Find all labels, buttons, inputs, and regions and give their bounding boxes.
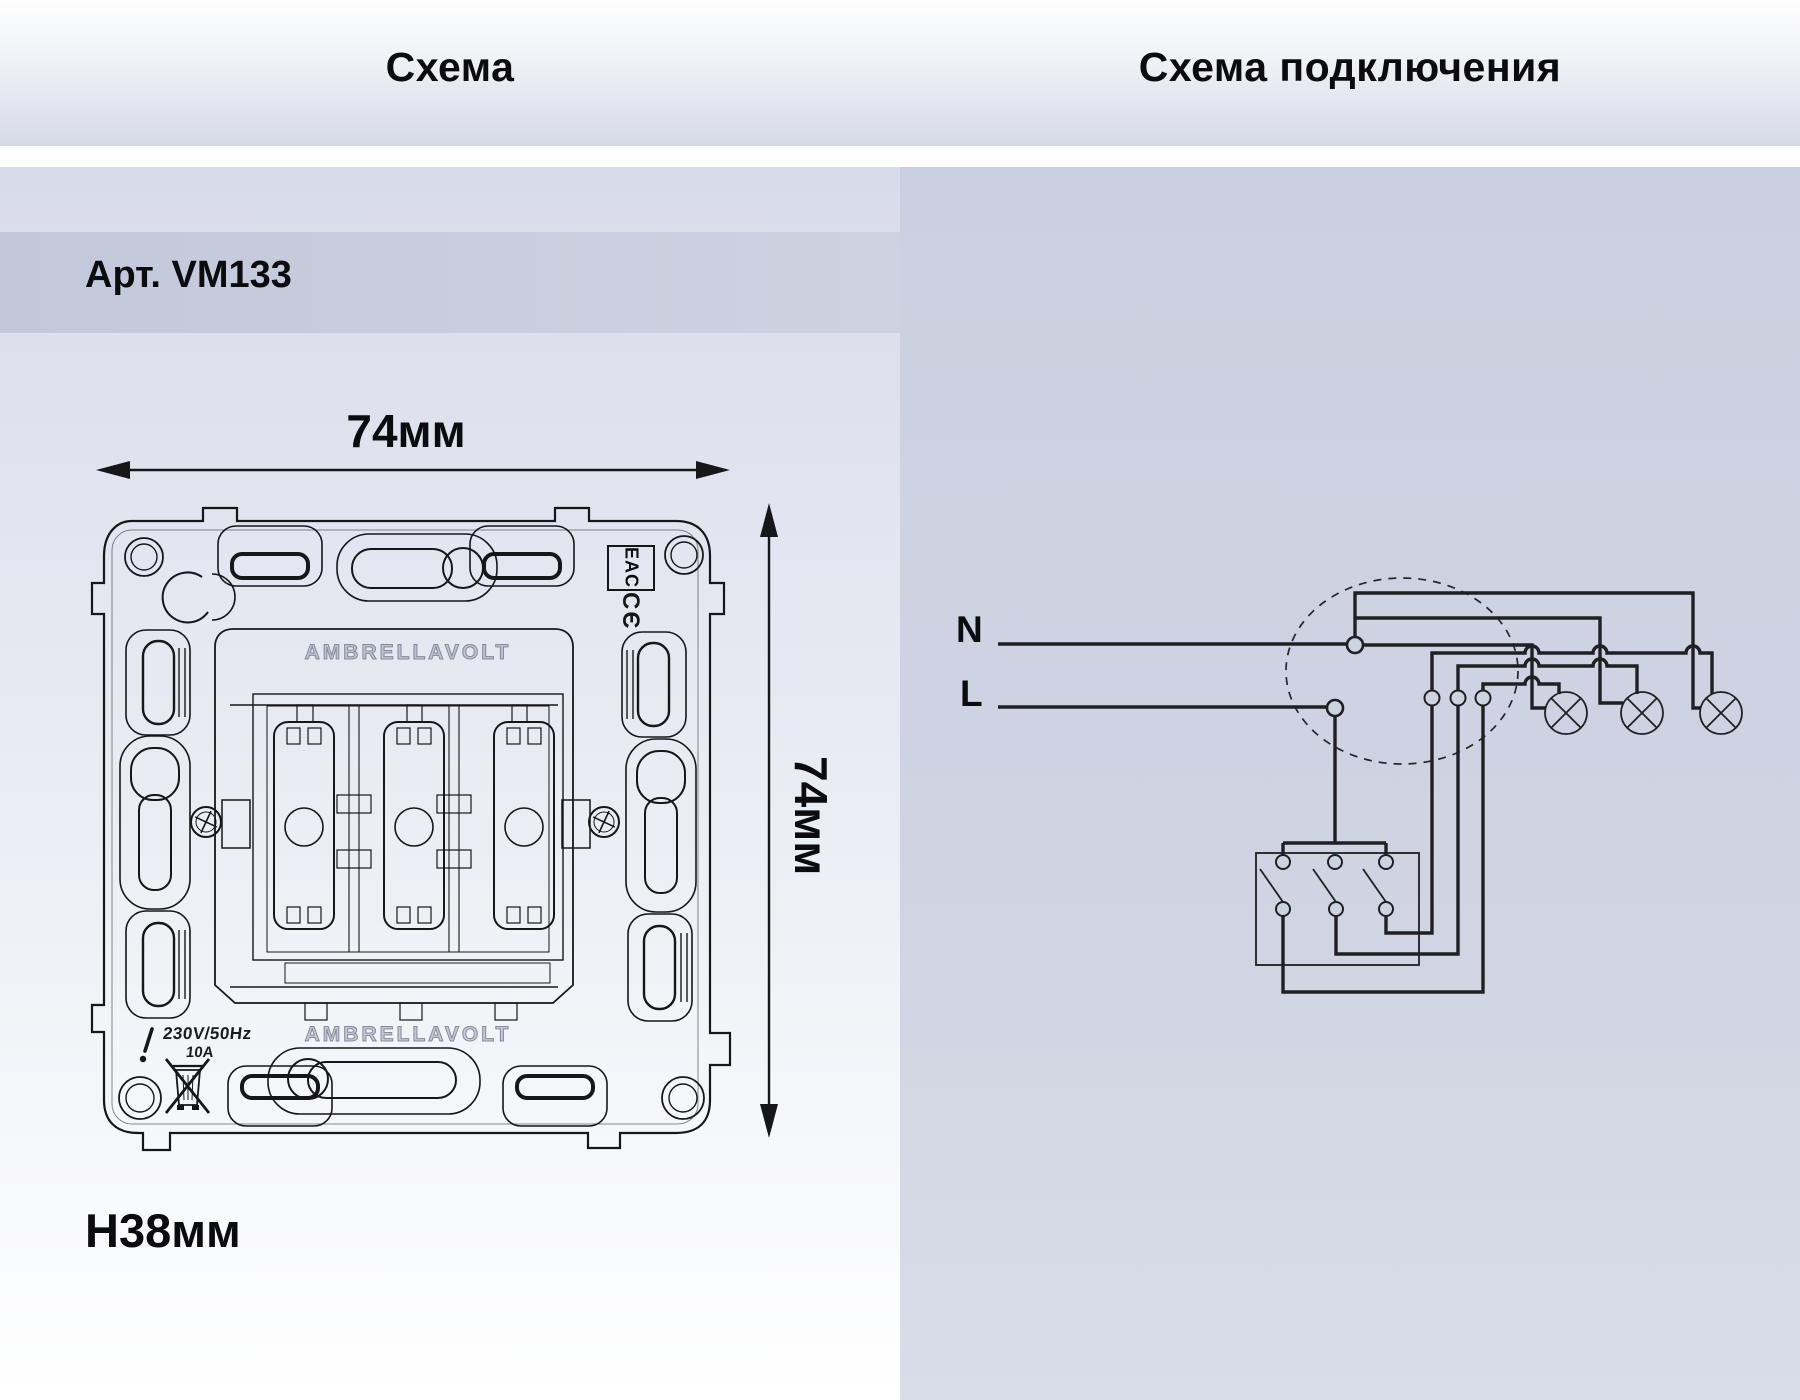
side-slot-left-upper	[125, 629, 191, 736]
rocker-switch-2	[383, 721, 445, 930]
side-slot-left-lower	[125, 910, 191, 1019]
switch-box	[1255, 852, 1420, 966]
mechanism-drawing	[90, 461, 778, 1152]
wiring-diagram	[998, 577, 1743, 994]
phase-feed	[1281, 716, 1388, 855]
switch-return-2	[1334, 706, 1460, 956]
rocker-switch-1	[273, 721, 335, 930]
switch-bottom-contact-3	[1378, 901, 1394, 917]
height-dimension-arrow	[760, 503, 778, 1138]
waste-bin-crossed-icon	[164, 1058, 211, 1114]
phase-label: L	[960, 673, 983, 714]
switch-return-3	[1384, 706, 1434, 935]
phase-node	[1325, 698, 1345, 718]
mechanism-boundary-dashed	[1285, 577, 1519, 765]
side-slot-right-lower	[627, 913, 693, 1022]
dimensions-panel	[0, 167, 900, 1400]
mounting-slot-top-left	[217, 525, 323, 587]
corner-screw-hole-bottom-left	[118, 1076, 162, 1120]
fixing-screw-left	[190, 799, 251, 849]
screwdriver-icon	[139, 1027, 154, 1063]
neutral-branch-lamp2	[1355, 616, 1623, 705]
mounting-slot-bottom-left	[227, 1065, 333, 1127]
switched-line-1	[1430, 644, 1714, 694]
divider-strip	[0, 146, 1800, 167]
switch-top-contact-2	[1327, 854, 1343, 870]
neutral-label: N	[956, 609, 983, 650]
switch-blade-2	[1312, 868, 1337, 903]
mounting-plate-outline	[90, 506, 732, 1152]
mounting-slot-top-center	[336, 533, 498, 602]
depth-label: H38мм	[85, 1204, 241, 1257]
side-slot-right-upper	[621, 631, 687, 738]
right-panel-title: Схема подключения	[1138, 44, 1562, 90]
neutral-node	[1345, 635, 1365, 655]
switch-bottom-contact-2	[1328, 901, 1344, 917]
fixing-screw-right	[561, 799, 620, 849]
corner-screw-hole-bottom-right	[661, 1076, 705, 1120]
c-clip-icon	[161, 571, 236, 624]
width-dimension-label: 74мм	[346, 405, 466, 457]
switch-return-1	[1281, 706, 1485, 994]
lamp-icon-2	[1620, 691, 1664, 735]
brand-embossed-top: AMBRELLAVOLT	[304, 641, 512, 665]
neutral-branch-lamp3	[1353, 591, 1701, 710]
ce-mark: CЄ	[617, 592, 644, 631]
article-number: Арт. VM133	[85, 254, 292, 296]
mounting-slot-top-right	[469, 525, 575, 587]
terminal-2	[1449, 689, 1467, 707]
article-band	[0, 232, 900, 333]
mounting-slot-bottom-center	[267, 1047, 481, 1115]
eac-mark-text: EAC	[621, 547, 642, 589]
switch-bottom-contact-1	[1275, 901, 1291, 917]
terminal-1	[1423, 689, 1441, 707]
switch-top-contact-3	[1378, 854, 1394, 870]
switch-blade-3	[1362, 868, 1387, 903]
lamp-icon-3	[1699, 691, 1743, 735]
height-dimension-label: 74мм	[785, 756, 837, 876]
brand-embossed-bottom: AMBRELLAVOLT	[304, 1023, 512, 1047]
switch-module	[214, 628, 574, 1021]
corner-screw-hole-top-left	[124, 537, 164, 577]
terminal-3	[1474, 689, 1492, 707]
switched-line-2	[1456, 657, 1639, 694]
left-panel-title: Схема	[385, 44, 515, 90]
corner-screw-hole-top-right	[664, 535, 704, 575]
wiring-panel	[900, 167, 1800, 1400]
keyhole-slot-left	[119, 735, 191, 910]
switched-line-3	[1481, 675, 1561, 694]
eac-mark: EAC	[607, 545, 655, 591]
lamp-icon-1	[1544, 691, 1588, 735]
keyhole-slot-right	[625, 738, 697, 913]
mounting-slot-bottom-right	[502, 1065, 608, 1127]
rocker-switch-3	[493, 721, 555, 930]
switch-top-contact-1	[1275, 854, 1291, 870]
switch-blade-1	[1259, 868, 1284, 903]
header-band	[0, 0, 1800, 146]
width-dimension-arrow	[96, 461, 730, 479]
